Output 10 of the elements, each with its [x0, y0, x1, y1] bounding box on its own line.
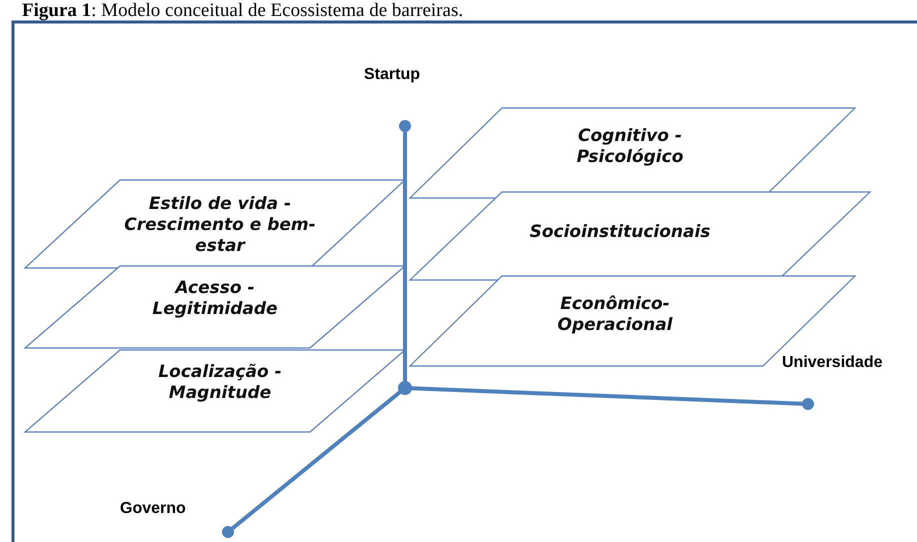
barrier-label: Socioinstitucionais	[528, 222, 712, 243]
barrier-label: Localização - Magnitude	[157, 362, 283, 404]
barrier-label: Estilo de vida - Crescimento e bem-estar	[123, 194, 317, 257]
axis-label: Startup	[364, 66, 420, 84]
axis-label: Governo	[120, 500, 186, 518]
barrier-label: Cognitivo - Psicológico	[576, 126, 684, 168]
barrier-label: Acesso - Legitimidade	[151, 278, 279, 320]
barrier-label: Econômico- Operacional	[556, 294, 674, 336]
figure-caption: Figura 1: Modelo conceitual de Ecossistema de barreiras.	[22, 0, 464, 22]
axis-label: Universidade	[782, 354, 882, 372]
